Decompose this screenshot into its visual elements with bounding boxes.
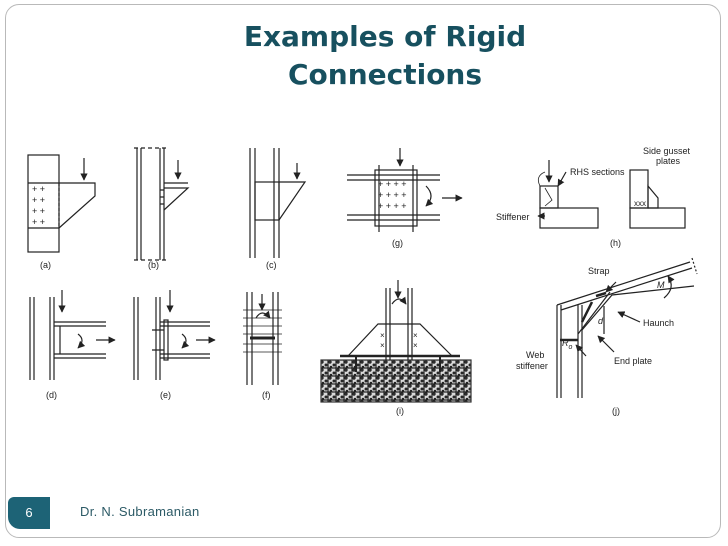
svg-text:×: × bbox=[413, 341, 418, 350]
annotation-stiffener: Stiffener bbox=[496, 212, 529, 222]
label-j: (j) bbox=[612, 406, 620, 416]
slide-frame bbox=[5, 4, 721, 538]
label-e: (e) bbox=[160, 390, 171, 400]
annotation-ro: Ro bbox=[562, 338, 573, 351]
annotation-web-2: stiffener bbox=[516, 361, 548, 371]
label-a: (a) bbox=[40, 260, 51, 270]
detail-f bbox=[243, 292, 282, 385]
svg-text:×: × bbox=[380, 331, 385, 340]
detail-h: xxx bbox=[537, 160, 686, 229]
annotation-haunch: Haunch bbox=[643, 318, 674, 328]
label-g: (g) bbox=[392, 238, 403, 248]
detail-j bbox=[556, 257, 698, 398]
svg-text:+ + + +: + + + + bbox=[378, 201, 407, 211]
svg-text:+ + + +: + + + + bbox=[378, 190, 407, 200]
detail-i: × × × × bbox=[320, 280, 472, 403]
annotation-side-gusset-1: Side gusset bbox=[643, 146, 691, 156]
slide-number-badge: 6 bbox=[8, 497, 50, 529]
label-b: (b) bbox=[148, 260, 159, 270]
label-c: (c) bbox=[266, 260, 277, 270]
svg-text:×: × bbox=[380, 341, 385, 350]
label-f: (f) bbox=[262, 390, 271, 400]
detail-e bbox=[133, 290, 216, 380]
title-line-1: Examples of Rigid bbox=[243, 20, 527, 53]
annotation-moment: M bbox=[657, 280, 665, 290]
detail-b bbox=[134, 147, 190, 261]
annotation-strap: Strap bbox=[588, 266, 610, 276]
svg-text:+ +: + + bbox=[32, 217, 45, 227]
annotation-end-plate: End plate bbox=[614, 356, 652, 366]
detail-d bbox=[29, 290, 116, 380]
svg-text:×: × bbox=[413, 331, 418, 340]
label-d: (d) bbox=[46, 390, 57, 400]
annotation-rhs-sections: RHS sections bbox=[570, 167, 625, 177]
label-h: (h) bbox=[610, 238, 621, 248]
svg-text:+ +: + + bbox=[32, 195, 45, 205]
svg-text:+ + + +: + + + + bbox=[378, 179, 407, 189]
label-i: (i) bbox=[396, 406, 404, 416]
annotation-depth: d bbox=[598, 316, 604, 326]
slide-title: Examples of Rigid Connections bbox=[150, 18, 620, 94]
svg-text:xxx: xxx bbox=[634, 199, 646, 208]
svg-text:+ +: + + bbox=[32, 184, 45, 194]
annotation-side-gusset-2: plates bbox=[656, 156, 681, 166]
title-line-2: Connections bbox=[287, 58, 483, 91]
footer-author: Dr. N. Subramanian bbox=[80, 504, 200, 519]
detail-c bbox=[249, 148, 307, 258]
annotation-web-1: Web bbox=[526, 350, 544, 360]
detail-a: + + + + + + + + bbox=[27, 154, 96, 253]
detail-g: + + + + + + + + + + + + bbox=[347, 148, 463, 232]
svg-text:+ +: + + bbox=[32, 206, 45, 216]
